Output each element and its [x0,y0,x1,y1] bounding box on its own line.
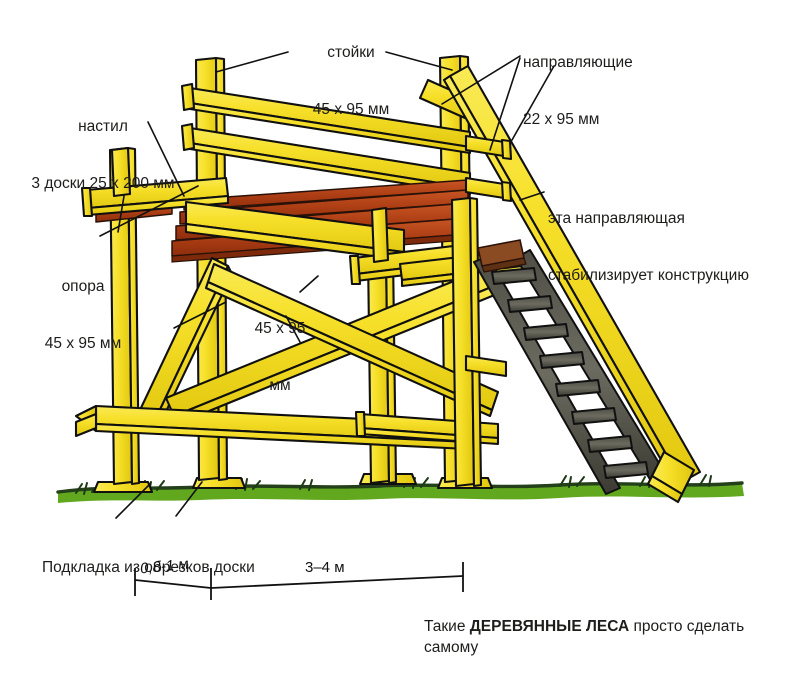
label-base-pad-line1: Подкладка из обрезков доски [42,558,255,576]
deck-short-upright [370,206,390,264]
label-brace-size: 45 x 95 мм [228,282,332,433]
label-base-pad: Подкладка из обрезков доски [42,521,362,616]
label-stabilizing-line1: эта направляющая [548,209,685,227]
label-rails-line2: 22 x 95 мм [523,110,600,128]
dimension-right-label: 3–4 м [305,559,345,576]
platform-beam [184,200,406,262]
dimension-right-value: 3–4 м [305,559,345,576]
label-stabilizing-rail: эта направляющая стабилизирует конструкц… [548,172,800,323]
caption-bold: ДЕРЕВЯННЫЕ ЛЕСА [469,618,630,635]
front-left-post [108,146,141,486]
deck-left-upright [110,146,132,198]
left-bearer-beam [80,176,230,218]
label-posts: стойки 45 x 95 мм [276,6,426,157]
label-support-line2: 45 x 95 мм [44,334,122,352]
label-posts-line1: стойки [327,43,375,61]
caption-prefix: Такие [424,618,470,635]
leader-lines [99,51,555,519]
label-decking-line1: настил [78,117,128,135]
label-decking-line2: 3 доски 25 x 200 мм [31,174,175,192]
long-brace-down-right [204,262,500,418]
stabilizing-raker [442,64,702,504]
label-rails: направляющие 22 x 95 мм [523,16,723,167]
dimension-line [134,562,464,600]
label-rails-line1: направляющие [523,53,633,71]
caption-suffix: просто сделать самому [424,618,745,656]
right-rail-stubs [464,134,513,378]
figure-caption: Такие ДЕРЕВЯННЫЕ ЛЕСА просто сделать сам… [424,617,784,659]
label-stabilizing-line2: стабилизирует конструкцию [548,266,749,284]
front-right-post [450,196,483,488]
label-brace-line2: мм [269,376,291,394]
label-decking: настил 3 доски 25 x 200 мм [6,80,200,231]
label-support: опора 45 x 95 мм [8,240,158,391]
label-brace-line1: 45 x 95 [254,319,306,337]
guard-rails [180,82,472,196]
label-posts-line2: 45 x 95 мм [312,100,390,118]
label-support-line1: опора [61,277,105,295]
left-rail-stub [74,412,98,438]
